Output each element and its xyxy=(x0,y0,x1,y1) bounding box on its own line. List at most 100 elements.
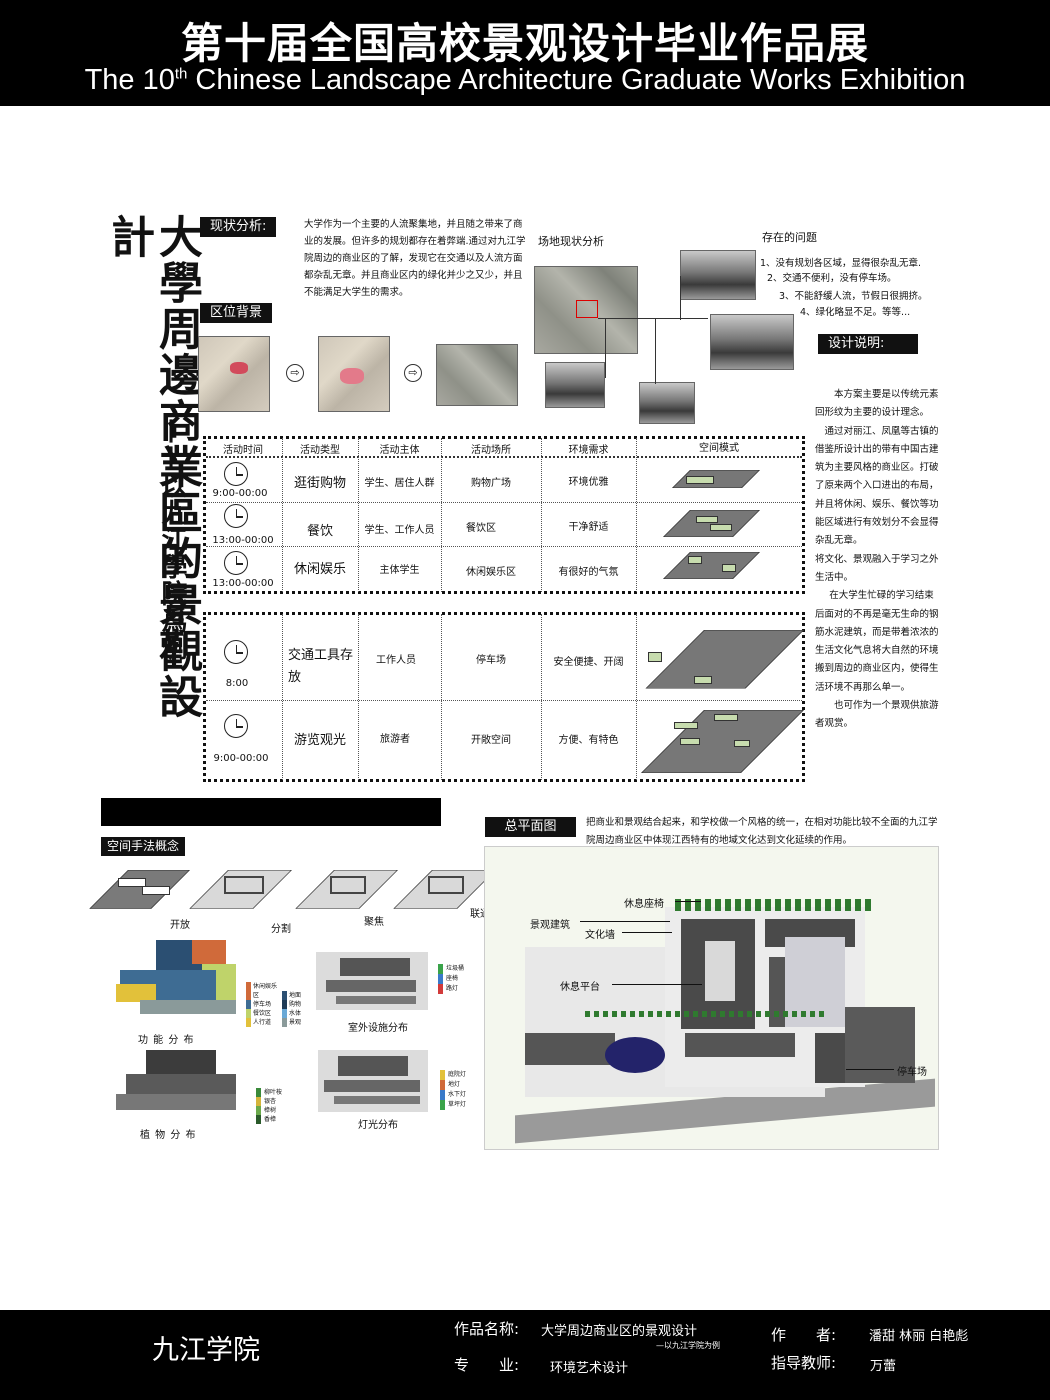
model-block xyxy=(330,876,366,894)
legend-item: 垃圾桶 xyxy=(438,964,464,974)
model-block xyxy=(714,714,738,721)
legend-item: 购物 xyxy=(282,1000,316,1009)
connector-line xyxy=(598,318,708,319)
leader-line xyxy=(612,984,702,985)
location-map-1-marker xyxy=(230,362,248,374)
table-col-divider xyxy=(282,438,283,592)
row-time: 13:00-00:00 xyxy=(212,535,274,546)
light-map xyxy=(318,1050,428,1112)
plan-label-culture-wall: 文化墙 xyxy=(585,930,615,941)
row-place: 开敞空间 xyxy=(471,735,511,746)
legend-item: 水体 xyxy=(282,1009,316,1018)
space-model-leisure xyxy=(660,550,770,588)
model-base xyxy=(663,552,760,579)
plan-parking xyxy=(845,1007,915,1083)
model-block xyxy=(680,738,700,745)
plan-label-landscape-building: 景观建筑 xyxy=(530,920,570,931)
clock-icon xyxy=(224,462,248,486)
design-para: 通过对丽江、凤凰等古镇的借鉴所设计出的带有中国古建筑为主要风格的商业区。打破了原… xyxy=(815,425,939,547)
footer-work-name: 大学周边商业区的景观设计 xyxy=(541,1324,698,1339)
footer-work-label: 作品名称: xyxy=(454,1320,520,1338)
plan-label-parking: 停车场 xyxy=(897,1067,927,1078)
table-col-divider xyxy=(358,614,359,780)
legend-item: 地灯 xyxy=(440,1080,466,1090)
table-col-divider xyxy=(441,614,442,780)
problem-item: 1、没有规划各区域，显得很杂乱无章. xyxy=(760,258,922,269)
design-para: 在大学生忙碌的学习结束后面对的不再是毫无生命的钢筋水泥建筑，而是带着浓浓的生活文… xyxy=(815,590,939,693)
connector-line xyxy=(605,318,606,378)
row-time: 9:00-00:00 xyxy=(212,488,268,499)
row-time: 8:00 xyxy=(225,678,249,689)
legend-item: 座椅 xyxy=(438,974,464,984)
model-block xyxy=(710,524,732,531)
row-place: 停车场 xyxy=(476,655,506,666)
connector-line xyxy=(680,276,681,320)
legend-item: 香樟 xyxy=(256,1115,282,1124)
table-col-divider xyxy=(541,614,542,780)
title-en-prefix: The 10 xyxy=(84,64,175,96)
map-block xyxy=(116,984,156,1002)
plan-label-rest-platform: 休息平台 xyxy=(560,982,600,993)
row-subject: 旅游者 xyxy=(380,734,410,745)
footer-major-label: 专 业: xyxy=(454,1356,520,1374)
connector-line xyxy=(655,318,656,384)
map-block xyxy=(146,1050,216,1074)
concept-label: 联通 xyxy=(470,909,490,920)
row-type: 游览观光 xyxy=(293,733,346,748)
status-tag: 现状分析: xyxy=(200,217,277,237)
function-caption: 功 能 分 布 xyxy=(138,1035,195,1046)
table-header: 活动场所 xyxy=(471,445,511,456)
facility-legend: 垃圾桶 座椅 路灯 xyxy=(438,964,464,994)
model-block xyxy=(694,676,712,684)
table-col-divider xyxy=(282,614,283,780)
plant-map xyxy=(116,1050,246,1120)
location-map-2-marker xyxy=(340,368,364,384)
row-need: 环境优雅 xyxy=(568,477,609,488)
row-place: 休闲娱乐区 xyxy=(466,567,516,578)
footer-school: 九江学院 xyxy=(152,1335,260,1366)
concept-label: 分割 xyxy=(271,924,291,935)
light-legend: 庭院灯 地灯 水下灯 草坪灯 xyxy=(440,1070,466,1110)
table-col-divider xyxy=(541,438,542,592)
model-block xyxy=(224,876,264,894)
legend-item: 银杏 xyxy=(256,1097,282,1106)
site-photo-1 xyxy=(545,362,605,408)
site-red-boundary xyxy=(576,300,598,318)
model-block xyxy=(142,886,170,895)
plan-trees xyxy=(675,899,875,911)
map-block xyxy=(336,996,416,1004)
row-place: 购物广场 xyxy=(471,478,511,489)
problem-item: 2、交通不便利，没有停车场。 xyxy=(767,273,897,284)
footer-authors: 潘甜 林丽 白艳彪 xyxy=(869,1329,969,1344)
light-caption: 灯光分布 xyxy=(358,1120,398,1131)
map-block xyxy=(324,1080,420,1092)
model-block xyxy=(734,740,750,747)
concept-label: 开放 xyxy=(170,920,190,931)
clock-icon xyxy=(224,551,248,575)
leader-line xyxy=(675,901,701,902)
plan-building xyxy=(705,941,735,1001)
concept-model-connect xyxy=(393,866,496,912)
row-need: 有很好的气氛 xyxy=(558,567,619,578)
legend-item: 停车场 xyxy=(246,1000,282,1009)
model-block xyxy=(118,878,146,887)
exhibition-title-en: The 10th Chinese Landscape Architecture … xyxy=(0,64,1050,97)
table-row-divider xyxy=(206,700,802,701)
table-col-divider xyxy=(441,438,442,592)
row-need: 方便、有特色 xyxy=(558,735,619,746)
leader-line xyxy=(846,1069,894,1070)
table-header: 活动主体 xyxy=(379,445,420,456)
map-block xyxy=(338,1056,408,1076)
footer-advisor: 万蕾 xyxy=(870,1359,897,1374)
table-header: 环境需求 xyxy=(568,445,609,456)
plan-tag: 总平面图 xyxy=(485,817,576,837)
row-need: 干净舒适 xyxy=(568,522,609,533)
legend-item: 人行道 xyxy=(246,1018,282,1027)
design-para: 本方案主要是以传统元素回形纹为主要的设计理念。 xyxy=(815,389,939,419)
plan-label-bench: 休息座椅 xyxy=(624,899,664,910)
model-block xyxy=(428,876,464,894)
table-col-divider xyxy=(636,438,637,592)
design-text: 本方案主要是以传统元素回形纹为主要的设计理念。 通过对丽江、凤凰等古镇的借鉴所设… xyxy=(815,386,939,734)
concept-model-open xyxy=(89,866,192,912)
row-need: 安全便捷、开阔 xyxy=(553,657,624,668)
